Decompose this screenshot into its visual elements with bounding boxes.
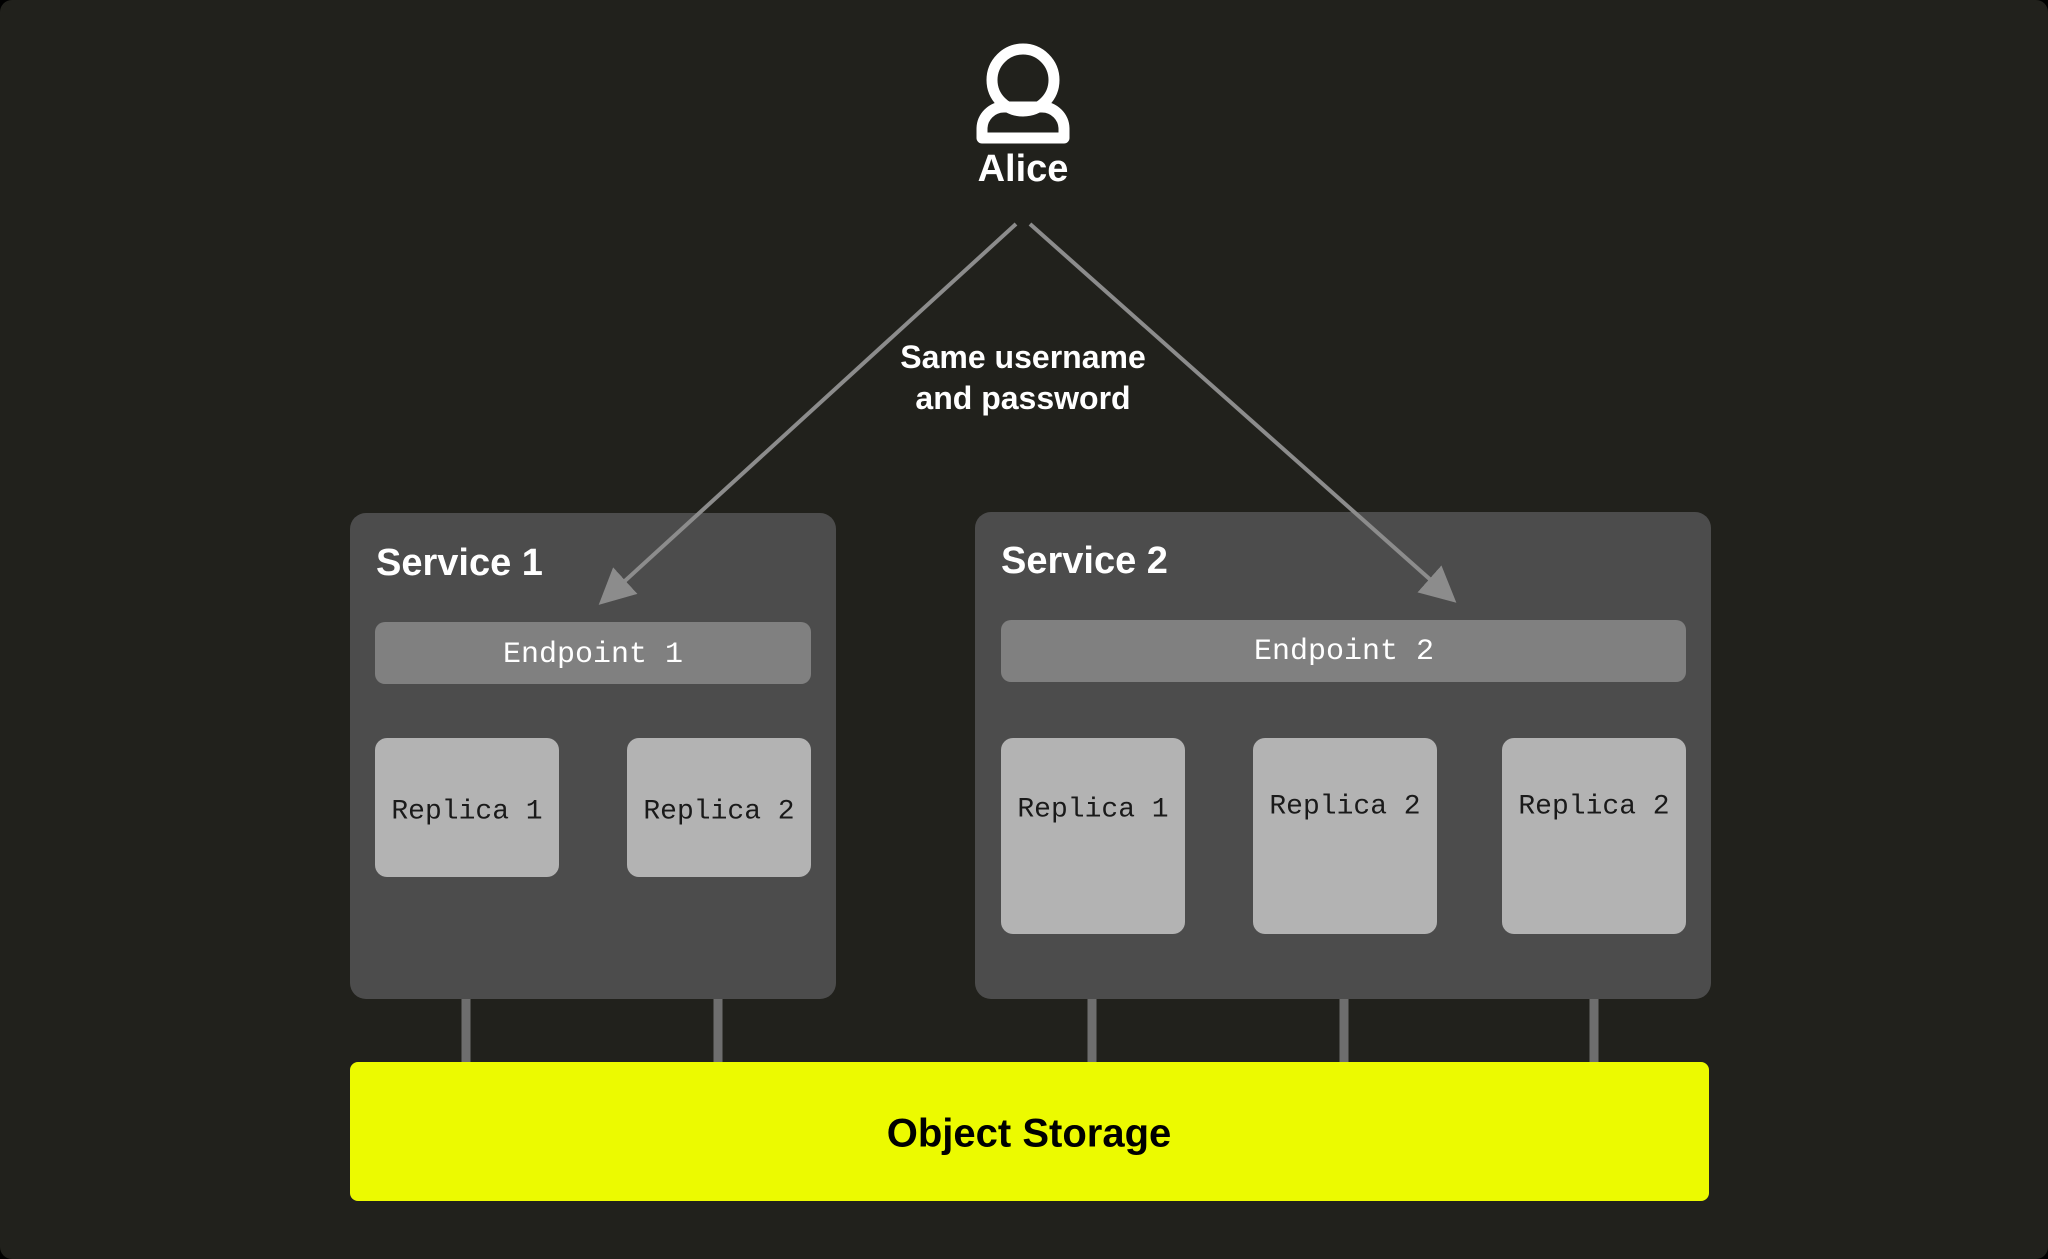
annotation-line-2: and password [915,380,1130,416]
service-1-replica-2-label: Replica 2 [643,796,794,827]
service-panel-1[interactable]: Service 1 Endpoint 1 Replica 1 Replica 2 [350,513,836,999]
endpoint-2-label: Endpoint 2 [1254,635,1434,669]
credential-arrows [598,222,1457,605]
service-panel-2[interactable]: Service 2 Endpoint 2 Replica 1 Replica 2… [975,512,1711,999]
person-icon-shoulders [976,101,1070,144]
arrow-alice-to-service2 [1028,222,1457,603]
service-2-replica-2-label: Replica 2 [1269,791,1420,822]
service-1-replica-1-label: Replica 1 [391,796,542,827]
service-2-replica-2-box[interactable] [1253,738,1437,934]
object-storage-bar [350,1062,1709,1201]
service-2-replica-1-box[interactable] [1001,738,1185,934]
service-2-replica-1-label: Replica 1 [1017,794,1168,825]
arrow-alice-to-service1 [598,222,1018,605]
endpoint-1-label: Endpoint 1 [503,638,683,672]
service-2-title: Service 2 [1001,540,1168,582]
object-storage-node[interactable]: Object Storage [350,1062,1709,1201]
person-icon [976,43,1070,144]
service-2-replica-3-box[interactable] [1502,738,1686,934]
credentials-annotation: Same username and password [900,339,1145,416]
endpoint-2-box[interactable] [1001,620,1686,682]
annotation-line-1: Same username [900,339,1145,375]
service-2-replica-3-label: Replica 2 [1518,791,1669,822]
person-name-label: Alice [978,148,1069,190]
service-1-replica-2-box[interactable] [627,738,811,877]
service-1-replica-1-box[interactable] [375,738,559,877]
service-1-title: Service 1 [376,542,543,584]
endpoint-1-box[interactable] [375,622,811,684]
object-storage-label: Object Storage [887,1112,1172,1156]
